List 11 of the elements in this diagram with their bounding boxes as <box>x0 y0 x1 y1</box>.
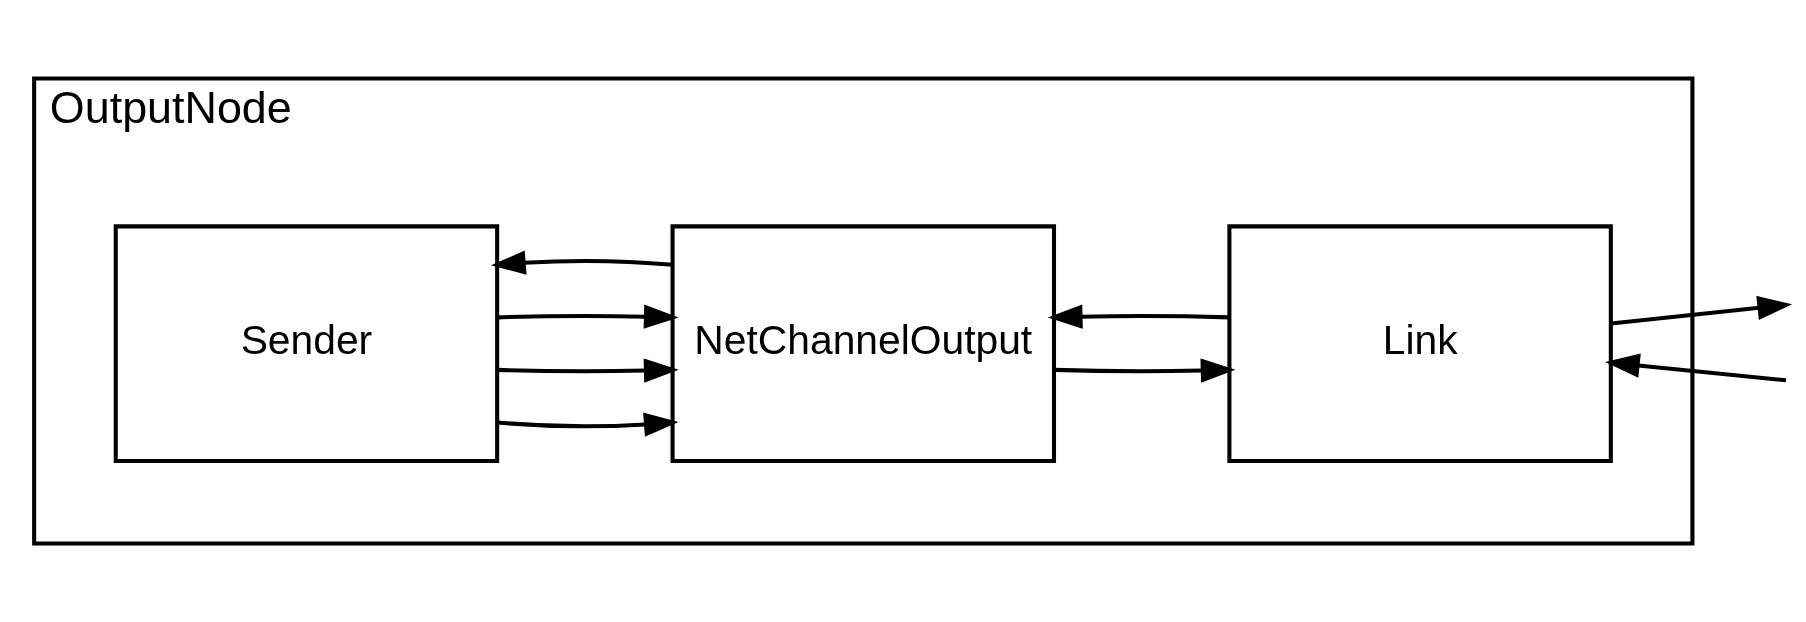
arrow <box>496 304 679 329</box>
arrow <box>1610 295 1792 326</box>
arrow <box>490 250 673 275</box>
node-box: NetChannelOutput <box>670 224 1056 463</box>
arrow <box>1604 353 1786 383</box>
node-box: Sender <box>113 224 499 463</box>
arrow <box>1047 304 1229 329</box>
node-box: Link <box>1226 224 1613 463</box>
arrow <box>496 358 679 383</box>
arrow <box>496 412 679 437</box>
arrow <box>1053 358 1235 383</box>
